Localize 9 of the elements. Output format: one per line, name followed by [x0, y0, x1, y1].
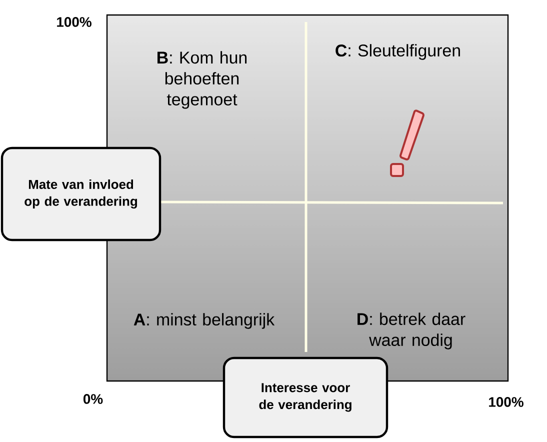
quadrant-label: C: Sleutelfiguren: [336, 44, 460, 60]
quadrant-label: D: betrek daar waar nodig: [358, 312, 466, 350]
axis-percent: 0%: [83, 394, 103, 404]
quadrant-label: B: Kom hun behoeften tegemoet: [158, 51, 247, 109]
axis-percent: 100%: [489, 397, 524, 407]
axis-percent: 100%: [57, 17, 92, 27]
axis-box: Interesse voor de verandering: [222, 356, 388, 438]
quadrant-label: A: minst belangrijk: [134, 313, 275, 329]
axis-box: Mate van invloed op de verandering: [0, 146, 162, 242]
